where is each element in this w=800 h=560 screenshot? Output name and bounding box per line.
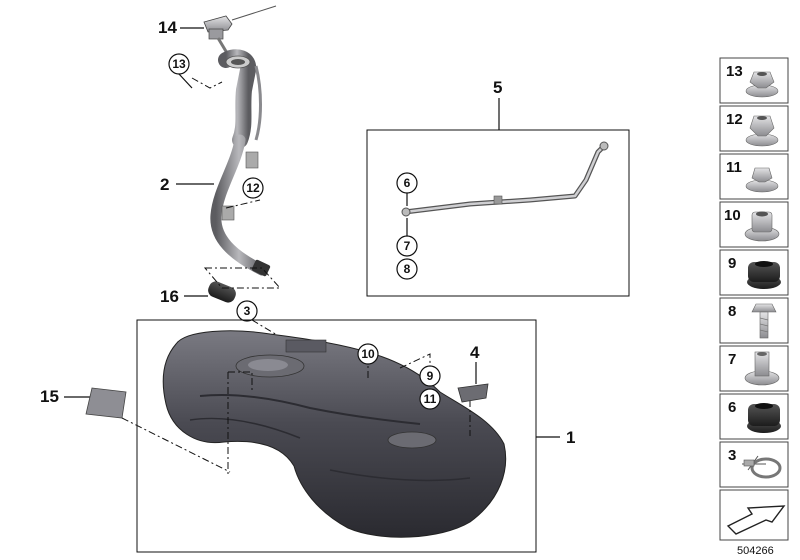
hose-icon	[208, 281, 236, 303]
sidebar-item-13[interactable]: 13	[719, 57, 789, 104]
callout-6: 6	[396, 172, 418, 206]
callout-13: 13	[168, 53, 193, 89]
callout-12: 12	[242, 177, 264, 199]
svg-text:8: 8	[404, 262, 411, 276]
svg-text:12: 12	[246, 181, 260, 195]
svg-text:7: 7	[404, 239, 411, 253]
sidebar-item-10[interactable]: 10	[719, 201, 789, 248]
sidebar-item-7[interactable]: 7	[719, 345, 789, 392]
tank-strap-frame: 5 6 7 8	[366, 78, 630, 297]
nav-arrow-icon[interactable]	[719, 489, 789, 541]
sidebar-item-11[interactable]: 11	[719, 153, 789, 200]
svg-text:4: 4	[470, 343, 480, 362]
callout-1: 1	[536, 428, 575, 447]
svg-text:11: 11	[726, 159, 742, 176]
fuel-tank-icon	[162, 330, 507, 538]
svg-text:9: 9	[427, 369, 434, 383]
pad-icon: 4	[457, 343, 489, 403]
dashed-guide-12	[225, 199, 261, 209]
callout-14: 14	[158, 18, 204, 37]
sidebar-item-6[interactable]: 6	[719, 393, 789, 440]
callout-16: 16	[160, 287, 208, 306]
parts-sidebar: 13 12 11 10	[719, 57, 789, 541]
sidebar-item-3[interactable]: 3	[719, 441, 789, 488]
svg-text:10: 10	[361, 347, 375, 361]
callout-3: 3	[236, 300, 258, 322]
dashed-guide-13	[191, 77, 223, 89]
svg-text:9: 9	[728, 255, 736, 272]
svg-text:5: 5	[493, 78, 502, 97]
reference-number: 504266	[737, 545, 774, 557]
svg-text:6: 6	[728, 399, 736, 416]
callout-7: 7	[396, 218, 418, 257]
svg-text:15: 15	[40, 387, 59, 406]
svg-text:1: 1	[566, 428, 575, 447]
callout-11: 11	[419, 388, 441, 410]
callout-10: 10	[357, 343, 379, 365]
svg-text:2: 2	[160, 175, 169, 194]
svg-text:8: 8	[728, 303, 736, 320]
dashed-guide-filler	[203, 267, 282, 289]
svg-text:3: 3	[728, 447, 736, 464]
svg-text:3: 3	[244, 304, 251, 318]
svg-text:16: 16	[160, 287, 179, 306]
svg-text:7: 7	[728, 351, 736, 368]
tank-strap-icon	[401, 141, 609, 217]
svg-text:10: 10	[724, 207, 741, 224]
sidebar-item-12[interactable]: 12	[719, 105, 789, 152]
callout-8: 8	[396, 258, 418, 280]
svg-text:6: 6	[404, 176, 411, 190]
callout-2: 2	[160, 175, 214, 194]
svg-text:11: 11	[424, 392, 437, 406]
svg-text:13: 13	[726, 63, 743, 80]
svg-text:12: 12	[726, 111, 743, 128]
fuel-tank-frame: 10 9 11 4	[136, 319, 537, 553]
pad-15-icon	[85, 387, 127, 419]
filler-pipe-icon	[203, 5, 277, 277]
svg-text:14: 14	[158, 18, 177, 37]
svg-text:13: 13	[172, 57, 186, 71]
sidebar-item-9[interactable]: 9	[719, 249, 789, 296]
sidebar-item-8[interactable]: 8	[719, 297, 789, 344]
callout-15: 15	[40, 387, 231, 473]
callout-9: 9	[419, 365, 441, 387]
